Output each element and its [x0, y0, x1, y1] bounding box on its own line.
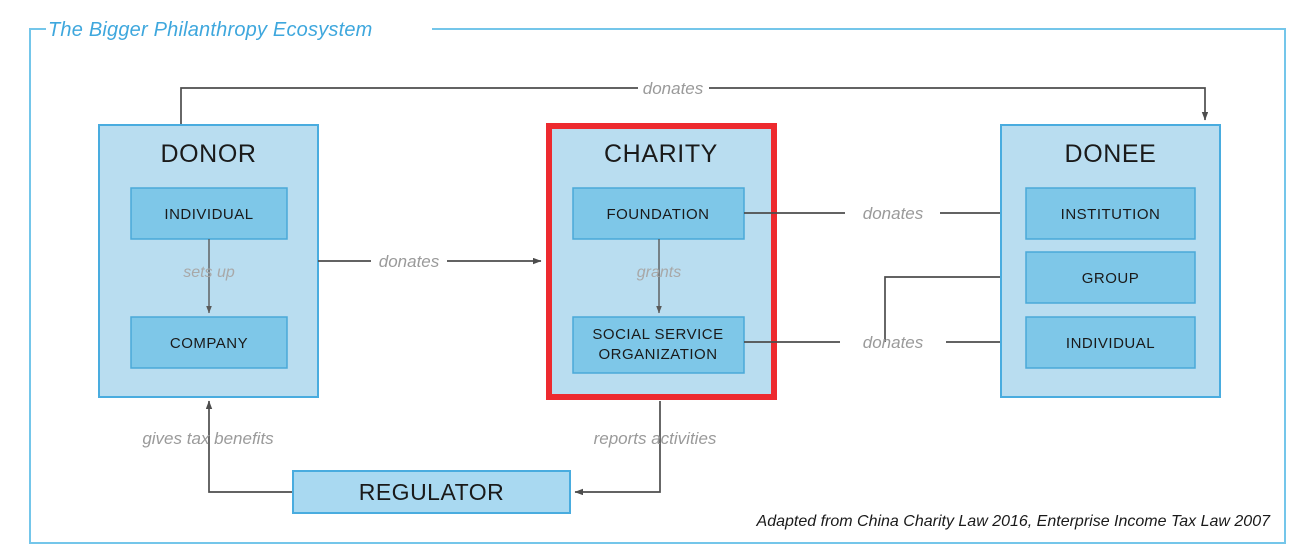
edge-label-donor-charity: donates — [379, 252, 440, 271]
edge-regulator-to-donor — [205, 400, 293, 493]
edge-sso-to-group — [884, 273, 1022, 342]
node-donee-individual-label: INDIVIDUAL — [1066, 335, 1155, 352]
node-donee-group[interactable] — [1025, 251, 1196, 304]
group-charity-label: CHARITY — [604, 140, 718, 168]
node-donor-individual-label: INDIVIDUAL — [164, 206, 253, 223]
node-donee-institution[interactable] — [1025, 187, 1196, 240]
node-donor-company-label: COMPANY — [170, 335, 248, 352]
edge-label-sets-up: sets up — [183, 264, 235, 281]
diagram-title: The Bigger Philanthropy Ecosystem — [48, 19, 373, 41]
edge-charity-to-regulator — [574, 401, 661, 496]
group-donee-label: DONEE — [1065, 140, 1157, 168]
node-charity-foundation-label: FOUNDATION — [606, 206, 709, 223]
group-donor-label: DONOR — [160, 140, 256, 168]
frame-border — [29, 28, 1286, 544]
node-regulator[interactable] — [292, 470, 571, 514]
edge-label-gives-tax-benefits: gives tax benefits — [142, 429, 274, 448]
edge-donor-to-donee — [180, 87, 638, 125]
edge-donor-to-donee-right — [709, 87, 1209, 121]
edge-label-grants: grants — [637, 264, 681, 281]
edge-label-foundation-institution: donates — [863, 204, 924, 223]
node-charity-sso[interactable] — [572, 316, 745, 374]
source-note: Adapted from China Charity Law 2016, Ent… — [756, 513, 1272, 530]
node-charity-foundation[interactable] — [572, 187, 745, 240]
node-donee-individual[interactable] — [1025, 316, 1196, 369]
node-donor-company[interactable] — [130, 316, 288, 369]
node-donee-group-label: GROUP — [1082, 270, 1140, 287]
edge-label-reports-activities: reports activities — [594, 429, 717, 448]
node-donor-individual[interactable] — [130, 187, 288, 240]
node-charity-sso-label-line2: ORGANIZATION — [598, 346, 717, 363]
node-donee-institution-label: INSTITUTION — [1061, 206, 1161, 223]
node-charity-sso-label-line1: SOCIAL SERVICE — [592, 326, 723, 343]
node-regulator-label: REGULATOR — [359, 479, 505, 505]
edge-label-donor-donee: donates — [643, 79, 704, 98]
edge-label-sso-donee: donates — [863, 333, 924, 352]
